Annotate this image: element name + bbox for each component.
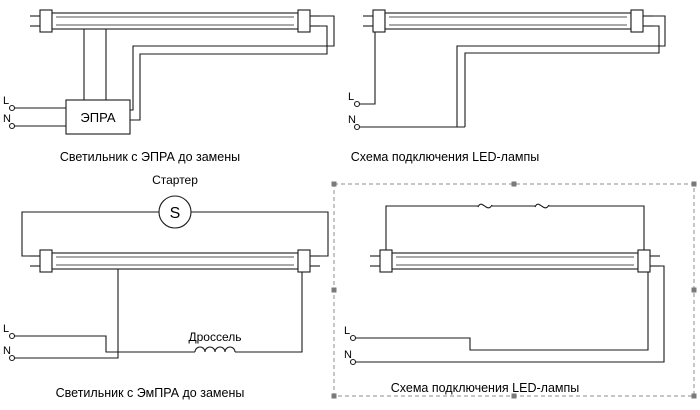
line-terminal — [8, 332, 16, 340]
line-terminal-label: L — [348, 91, 354, 103]
wire — [191, 211, 329, 257]
neutral-terminal — [349, 358, 357, 366]
caption: Схема подключения LED-лампы — [351, 150, 540, 164]
diagram-epra-before: ЭПРА L N Светильник с ЭПРА до замены — [3, 9, 335, 164]
choke-label: Дроссель — [188, 330, 241, 344]
neutral-terminal — [8, 122, 16, 130]
line-terminal — [349, 334, 357, 342]
selection-handle[interactable] — [511, 393, 517, 399]
wire — [130, 25, 328, 121]
neutral-terminal-label: N — [344, 349, 352, 361]
selection-handle[interactable] — [511, 181, 517, 187]
selection-border — [333, 183, 695, 397]
neutral-terminal — [353, 123, 361, 131]
selection-handle[interactable] — [691, 287, 697, 293]
caption: Светильник с ЭмПРА до замены — [56, 386, 245, 400]
fluorescent-tube — [29, 249, 321, 273]
selection-handle[interactable] — [331, 181, 337, 187]
cut-mark-icon — [534, 203, 550, 209]
neutral-terminal-label: N — [3, 345, 11, 357]
choke-inductor — [194, 346, 236, 353]
fluorescent-tube — [369, 249, 661, 273]
selection-handle[interactable] — [331, 287, 337, 293]
wire — [464, 25, 660, 127]
selection-handle[interactable] — [691, 393, 697, 399]
line-terminal — [8, 104, 16, 112]
neutral-terminal — [8, 354, 16, 362]
diagram-led-top: L N Схема подключения LED-лампы — [348, 9, 666, 164]
line-terminal-label: L — [344, 325, 350, 337]
wire — [549, 205, 645, 250]
starter-label: Стартер — [152, 173, 198, 187]
wire — [456, 15, 666, 127]
fluorescent-tube — [29, 9, 321, 33]
wire — [355, 272, 649, 351]
selection-handle[interactable] — [691, 181, 697, 187]
line-terminal-label: L — [3, 323, 9, 335]
line-terminal — [353, 100, 361, 108]
wire — [385, 205, 478, 250]
epra-ballast-label: ЭПРА — [80, 110, 115, 125]
cut-mark-icon — [477, 203, 493, 209]
wire — [130, 15, 335, 111]
neutral-terminal-label: N — [3, 113, 11, 125]
epra-ballast-box — [65, 99, 131, 135]
diagram-led-bottom: L N Схема подключения LED-лампы — [331, 181, 697, 399]
wire — [355, 265, 665, 363]
fluorescent-tube — [362, 9, 654, 33]
wire — [14, 269, 119, 359]
selection-handle[interactable] — [331, 393, 337, 399]
neutral-terminal-label: N — [348, 114, 356, 126]
wire — [14, 335, 195, 353]
diagram-empra-before: Стартер S L Дроссель N Светильник с ЭмПР… — [3, 173, 329, 400]
line-terminal-label: L — [3, 95, 9, 107]
caption: Светильник с ЭПРА до замены — [60, 150, 240, 164]
wire — [21, 211, 159, 257]
starter-symbol: S — [170, 205, 181, 222]
wire — [359, 32, 376, 105]
wire — [235, 272, 303, 353]
caption: Схема подключения LED-лампы — [391, 381, 580, 395]
